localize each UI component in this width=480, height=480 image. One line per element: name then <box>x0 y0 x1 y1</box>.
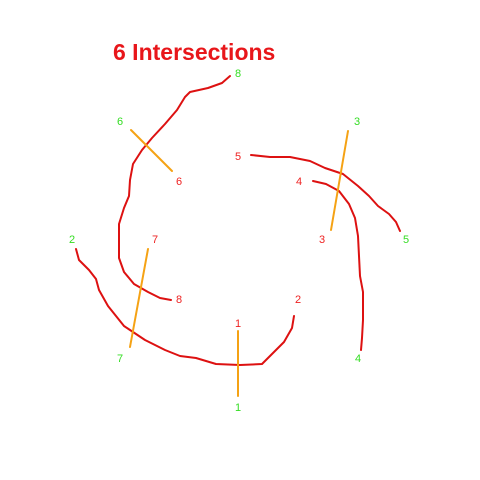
label-curve-1-start: 1 <box>235 318 241 330</box>
label-segment-6-bottom: 6 <box>176 176 182 188</box>
label-curve-1-end: 2 <box>295 294 301 306</box>
curve-bottom-right <box>75 248 295 366</box>
label-segment-3-bottom: 3 <box>319 234 325 246</box>
segment-6 <box>130 129 173 172</box>
diagram-title: 6 Intersections <box>113 39 276 65</box>
label-curve-5-end: 5 <box>403 234 409 246</box>
label-segment-1-bottom: 1 <box>235 402 241 414</box>
label-segment-6-top: 6 <box>117 116 123 128</box>
label-curve-2-start: 2 <box>69 234 75 246</box>
label-curve-4-end: 4 <box>355 353 361 365</box>
label-segment-7-top: 7 <box>152 234 158 246</box>
label-curve-4-start: 4 <box>296 176 302 188</box>
curve-left-spiral <box>118 75 231 301</box>
endpoint-labels: 1 2 2 8 8 4 4 5 5 1 3 3 6 6 7 7 <box>69 68 409 414</box>
segment-3 <box>330 130 349 231</box>
curves <box>75 75 401 366</box>
label-curve-5-start: 5 <box>235 151 241 163</box>
segments <box>129 129 349 397</box>
label-curve-3-end: 8 <box>235 68 241 80</box>
label-curve-2-end: 8 <box>176 294 182 306</box>
curve-right-inner <box>312 180 364 351</box>
label-segment-7-bottom: 7 <box>117 353 123 365</box>
label-segment-3-top: 3 <box>354 116 360 128</box>
segment-7 <box>129 248 149 348</box>
curve-top-right <box>250 154 401 232</box>
